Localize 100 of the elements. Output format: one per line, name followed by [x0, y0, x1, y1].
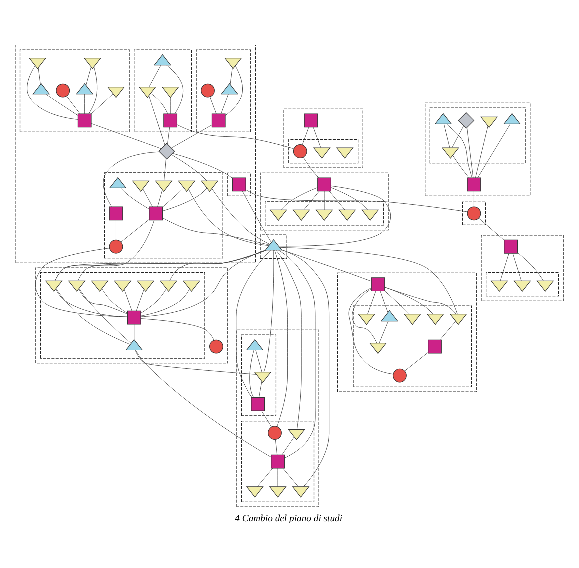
connector	[282, 437, 295, 456]
node-square	[318, 178, 332, 192]
node-inverted-triangle	[450, 314, 468, 326]
cluster	[284, 108, 364, 168]
cluster	[228, 172, 252, 196]
node-inverted-triangle	[426, 314, 444, 326]
cluster	[242, 421, 315, 503]
connector	[168, 127, 170, 145]
connector	[274, 250, 288, 427]
cluster	[481, 235, 564, 302]
node-square	[109, 206, 124, 221]
connector	[304, 191, 320, 210]
connector	[348, 288, 394, 375]
cluster	[260, 172, 389, 231]
connector	[162, 188, 184, 208]
connector	[135, 350, 257, 375]
node-circle	[201, 84, 215, 98]
node-inverted-triangle	[160, 280, 178, 292]
node-triangle	[503, 113, 522, 124]
connector	[158, 190, 163, 208]
connector	[500, 253, 510, 282]
node-inverted-triangle	[316, 210, 334, 222]
node-inverted-triangle	[514, 280, 532, 292]
connector	[303, 157, 320, 178]
connector	[518, 252, 544, 282]
cluster	[242, 334, 277, 416]
connector	[210, 96, 217, 114]
connector	[84, 94, 86, 114]
node-triangle	[32, 83, 50, 95]
connector	[236, 250, 272, 398]
node-circle	[467, 206, 482, 221]
node-circle	[268, 426, 282, 440]
node-square	[467, 178, 482, 192]
connector	[79, 288, 132, 344]
node-inverted-triangle	[336, 148, 354, 159]
connector	[170, 250, 266, 282]
connector	[164, 158, 167, 182]
cluster	[196, 50, 252, 132]
connector	[56, 289, 128, 318]
node-inverted-triangle	[254, 372, 272, 384]
node-inverted-triangle	[480, 116, 498, 128]
connector	[282, 250, 372, 282]
node-square	[149, 206, 164, 221]
connector	[172, 124, 212, 148]
connector	[478, 218, 505, 241]
connector	[170, 98, 171, 114]
connector	[38, 68, 41, 85]
connector	[276, 250, 302, 430]
node-triangle	[220, 83, 238, 95]
connector	[329, 191, 346, 210]
connector	[257, 468, 274, 488]
connector	[150, 93, 168, 114]
connector	[134, 324, 135, 340]
node-inverted-triangle	[45, 280, 63, 292]
connector	[242, 191, 272, 243]
connector	[148, 96, 166, 146]
node-diamond	[158, 143, 176, 160]
connector	[172, 153, 233, 179]
node-inverted-triangle	[442, 148, 460, 159]
connector	[466, 128, 474, 178]
connector	[250, 350, 254, 398]
node-square	[232, 178, 246, 192]
connector	[256, 350, 262, 372]
connector	[120, 188, 150, 210]
cluster	[40, 272, 206, 359]
connector	[140, 288, 167, 314]
connector	[88, 66, 98, 114]
node-inverted-triangle	[358, 314, 376, 326]
connector	[27, 66, 78, 120]
connector	[46, 94, 78, 116]
node-inverted-triangle	[162, 87, 180, 98]
cluster	[353, 306, 472, 388]
connector	[282, 468, 299, 488]
node-square	[78, 114, 92, 128]
connector	[66, 96, 80, 114]
cluster	[288, 139, 359, 164]
connector	[352, 288, 378, 344]
node-triangle	[154, 54, 172, 66]
connector	[120, 219, 150, 243]
node-inverted-triangle	[29, 58, 47, 70]
connector	[278, 186, 392, 247]
connector	[78, 289, 128, 314]
node-inverted-triangle	[68, 280, 86, 292]
connector	[225, 66, 243, 116]
connector	[324, 191, 325, 210]
connector	[162, 188, 208, 212]
caption: 4 Cambio del piano di studi	[235, 513, 343, 524]
connector	[379, 321, 389, 344]
node-inverted-triangle	[369, 343, 388, 354]
node-triangle	[380, 310, 398, 322]
connector	[103, 152, 160, 207]
node-inverted-triangle	[288, 429, 306, 441]
connector	[258, 381, 262, 398]
cluster	[236, 330, 320, 508]
node-triangle	[126, 339, 144, 351]
connector	[368, 291, 376, 315]
node-inverted-triangle	[138, 87, 156, 98]
node-triangle	[434, 113, 452, 124]
connector	[246, 190, 468, 212]
node-circle	[393, 368, 407, 383]
